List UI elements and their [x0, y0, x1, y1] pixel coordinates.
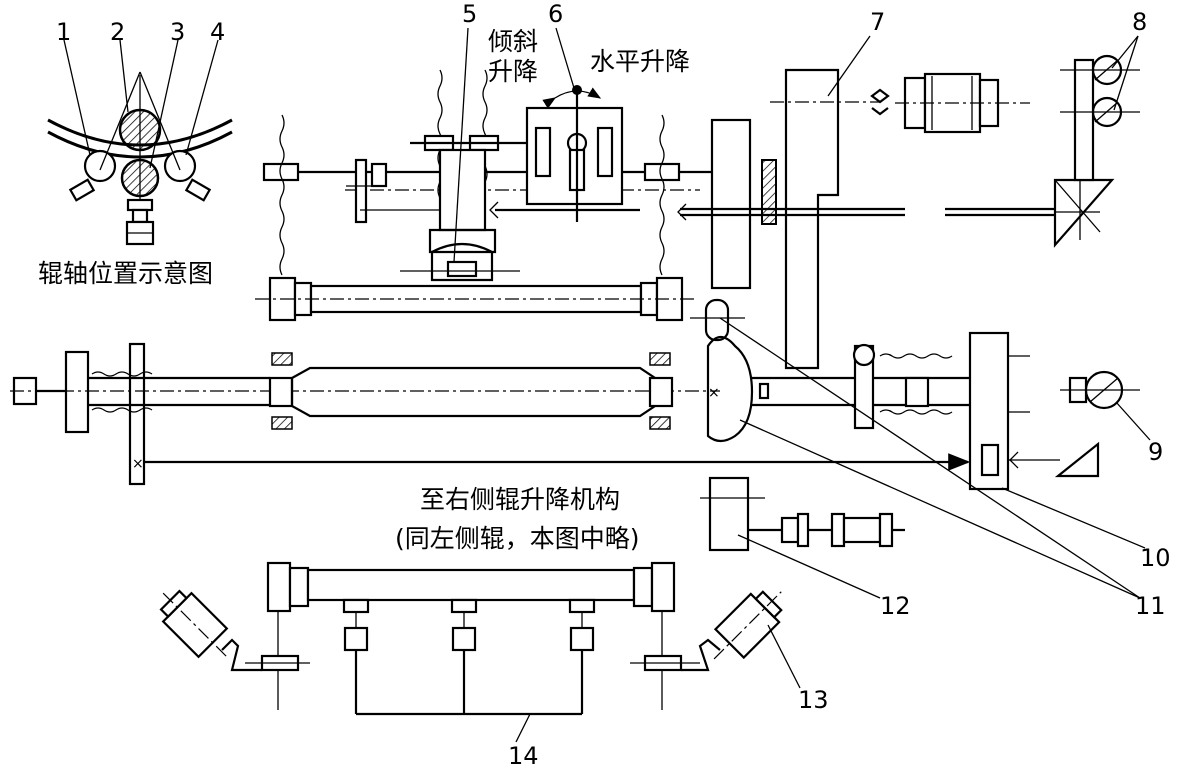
lower-roll-assembly: × ×: [10, 298, 1140, 491]
label-14: 14: [508, 742, 539, 770]
label-5: 5: [462, 0, 477, 28]
label-8: 8: [1132, 8, 1147, 36]
right-side-note-line2: (同左侧辊，本图中略): [395, 524, 640, 553]
label-2: 2: [110, 18, 125, 46]
side-roll-lifting: [159, 561, 783, 716]
roll-position-caption: 辊轴位置示意图: [38, 259, 213, 288]
label-4: 4: [210, 18, 225, 46]
label-3: 3: [170, 18, 185, 46]
label-6: 6: [548, 0, 563, 28]
main-drive: [677, 54, 1140, 370]
svg-text:×: ×: [708, 385, 720, 401]
label-12: 12: [880, 592, 911, 620]
unit-12: [700, 476, 905, 552]
roll-position-sketch: [47, 39, 233, 246]
right-side-note-line1: 至右侧辊升降机构: [420, 485, 620, 514]
label-9: 9: [1148, 438, 1163, 466]
label-11: 11: [1135, 592, 1166, 620]
label-13: 13: [798, 686, 829, 714]
svg-text:×: ×: [132, 456, 144, 472]
label-1: 1: [56, 18, 71, 46]
tilt-lift-label-line1: 倾斜: [488, 27, 538, 56]
horizontal-lift-label: 水平升降: [590, 47, 690, 76]
label-7: 7: [870, 8, 885, 36]
upper-roll-assembly: [255, 69, 720, 322]
tilt-lift-label-line2: 升降: [488, 57, 538, 86]
label-10: 10: [1140, 544, 1171, 572]
